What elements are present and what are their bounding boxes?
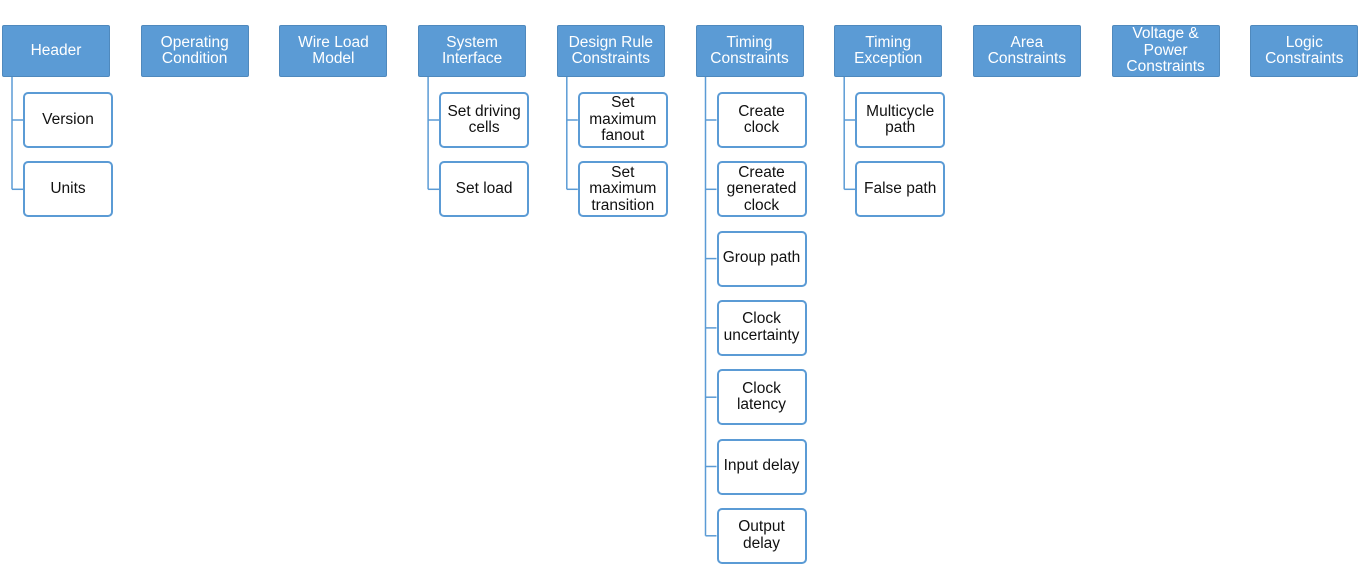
category-node: System Interface [418, 25, 527, 77]
category-node: Header [2, 25, 110, 77]
item-node: Clock uncertainty [716, 299, 807, 356]
item-node: Set maximum transition [577, 161, 668, 218]
item-node: Group path [716, 230, 807, 287]
item-node: Set maximum fanout [577, 92, 668, 148]
item-node: Input delay [716, 438, 807, 495]
item-node: Set load [439, 161, 530, 218]
item-node: Clock latency [716, 369, 807, 426]
category-node: Timing Constraints [695, 25, 804, 77]
item-node: Output delay [716, 507, 807, 564]
item-node: Create generated clock [716, 161, 807, 218]
category-node: Design Rule Constraints [556, 25, 665, 77]
category-node: Logic Constraints [1250, 25, 1358, 77]
item-node: Create clock [716, 92, 807, 148]
item-node: Set driving cells [439, 92, 530, 148]
category-node: Voltage & Power Constraints [1111, 25, 1220, 77]
item-node: False path [855, 161, 946, 218]
item-node: Multicycle path [855, 92, 946, 148]
category-node: Wire Load Model [279, 25, 388, 77]
category-node: Area Constraints [972, 25, 1081, 77]
item-node: Units [23, 161, 113, 218]
item-node: Version [23, 92, 113, 148]
category-node: Timing Exception [834, 25, 943, 77]
category-node: Operating Condition [140, 25, 249, 77]
